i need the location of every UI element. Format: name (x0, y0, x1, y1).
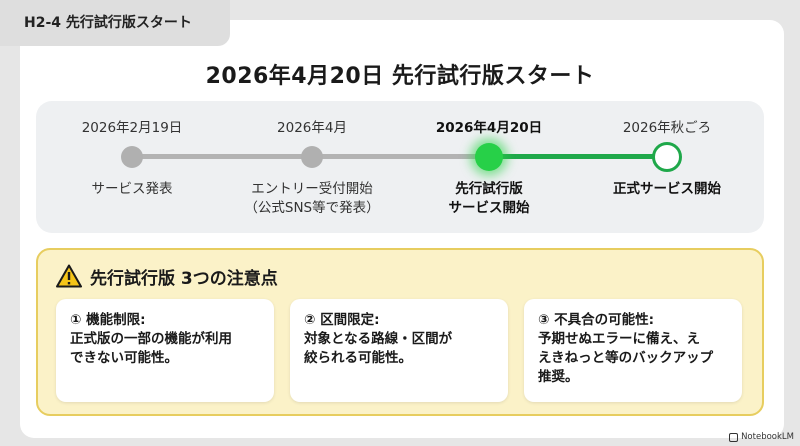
timeline: 2026年2月19日 2026年4月 2026年4月20日 2026年秋ごろ サ… (36, 101, 764, 233)
milestone-4-node-future (652, 142, 682, 172)
milestone-1-date: 2026年2月19日 (81, 120, 183, 136)
caution-card-bug-risk: ③ 不具合の可能性: 予期せぬエラーに備え、え えきねっと等のバックアップ 推奨… (524, 299, 742, 402)
milestone-1-node (121, 146, 143, 168)
milestone-2-node (301, 146, 323, 168)
milestone-2-date: 2026年4月 (277, 120, 347, 136)
milestone-4-date: 2026年秋ごろ (622, 120, 712, 136)
notebooklm-badge: NotebookLM (729, 432, 794, 442)
notebooklm-logo-icon (729, 432, 739, 442)
milestone-3-date: 2026年4月20日 (435, 120, 543, 136)
card-title: ③ 不具合の可能性: (538, 312, 655, 328)
milestone-1-label: サービス発表 (91, 181, 173, 197)
milestone-4-label: 正式サービス開始 (613, 181, 721, 197)
section-tag: H2-4 先行試行版スタート (0, 0, 230, 46)
page-title: 2026年4月20日 先行試行版スタート (205, 64, 595, 89)
notice-title: 先行試行版 3つの注意点 (90, 268, 278, 289)
card-title: ② 区間限定: (304, 312, 380, 328)
milestone-3-label: 先行試行版 サービス開始 (448, 181, 530, 216)
warning-icon (56, 264, 82, 288)
milestone-2-label: エントリー受付開始 （公式SNS等で発表） (244, 181, 380, 216)
notice-header: 先行試行版 3つの注意点 (56, 262, 278, 290)
caution-card-function-limit: ① 機能制限: 正式版の一部の機能が利用 できない可能性。 (56, 299, 274, 402)
milestone-3-node-current (475, 143, 503, 171)
card-body: 正式版の一部の機能が利用 できない可能性。 (70, 331, 232, 366)
notice-box: 先行試行版 3つの注意点 ① 機能制限: 正式版の一部の機能が利用 できない可能… (36, 248, 764, 416)
card-title: ① 機能制限: (70, 312, 146, 328)
timeline-line-upcoming (489, 154, 667, 159)
badge-label: NotebookLM (741, 432, 794, 442)
caution-card-section-limit: ② 区間限定: 対象となる路線・区間が 絞られる可能性。 (290, 299, 508, 402)
card-body: 予期せぬエラーに備え、え えきねっと等のバックアップ 推奨。 (538, 331, 714, 385)
card-body: 対象となる路線・区間が 絞られる可能性。 (304, 331, 453, 366)
